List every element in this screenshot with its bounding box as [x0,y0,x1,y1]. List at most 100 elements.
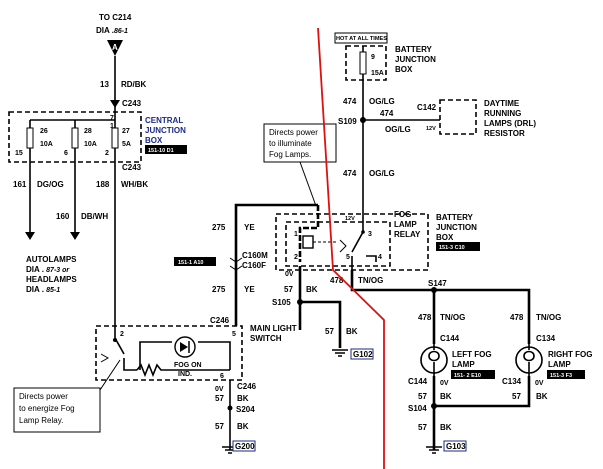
red-annotation-line [317,27,385,469]
relay-label-1: FOG [394,210,411,219]
fuse-27-symbol [111,127,119,149]
g102: G102 [353,350,373,359]
wire-57e-num: 57 [418,423,427,432]
main-switch-label-2: SWITCH [250,334,282,343]
c246-top: C246 [210,316,230,325]
central-pin-15: 15 [15,150,23,157]
switch-resistor [136,362,230,378]
fuse-9-amp: 15A [371,70,384,77]
battery-junction-box-top [345,45,387,81]
battery-box-mid-label-2: JUNCTION [436,223,477,232]
right-fog-0v: 0V [535,380,544,387]
fuse-9-num: 9 [371,54,375,61]
ind-label: IND. [178,371,192,378]
note-fog-line-2: to illuminate [269,139,312,148]
s104: S104 [408,404,427,413]
relay-coil-icon [302,235,314,249]
fuse-28-symbol [71,127,79,149]
g103-ground-icon [426,446,442,454]
wire-275b-color: YE [244,285,255,294]
note-relay-line-1: Directs power [19,392,68,401]
note-fog-line-1: Directs power [269,128,318,137]
switch-arrow-icon [100,353,110,363]
drl-label-4: RESISTOR [484,129,525,138]
wire-478b-color: TN/OG [440,313,465,322]
relay-pin-3: 3 [368,231,372,238]
g200: G200 [235,442,255,451]
connector-a-symbol [107,40,123,56]
relay-pin-1: 1 [294,231,298,238]
g103: G103 [446,442,466,451]
fuse-28-amp: 10A [84,141,97,148]
wire-57g-num: 57 [215,394,224,403]
wire-57h-color: BK [237,422,249,431]
wire-13-color: RD/BK [121,80,147,89]
g200-tag [232,440,256,452]
g103-tag [443,440,467,452]
relay-label-3: RELAY [394,230,421,239]
relay-pin-4: 4 [378,254,382,261]
switch-pivot [113,338,117,342]
fuse-27-num: 27 [122,128,130,135]
wire-188-color: WH/BK [121,180,148,189]
autolamps-label: AUTOLAMPS [26,255,77,264]
c142: C142 [417,103,437,112]
drl-12v: 12V [426,126,436,132]
central-pin-2: 2 [105,150,109,157]
switch-pin-6: 6 [220,373,224,380]
autolamps-dia: DIA . 87-3 or [26,265,70,274]
wire-478a-num: 478 [330,276,344,285]
battery-box-mid-label-3: BOX [436,233,454,242]
indicator-diode-icon [180,342,188,352]
wire-57c-color: BK [440,392,452,401]
wire-275a-num: 275 [212,223,226,232]
top-connector-ref: TO C214 [99,13,132,22]
wire-57e-color: BK [440,423,452,432]
note-relay-line-3: Lamp Relay. [19,416,63,425]
central-box-ref-tag [145,145,187,154]
relay-12v: 12V [345,216,355,222]
g102-ground-icon [332,349,348,357]
relay-pin-5: 5 [346,254,350,261]
fuse-9-symbol [359,51,367,75]
connector-a-letter: A [112,43,118,52]
relay-pin-2: 2 [294,254,298,261]
c144-bottom: C144 [408,377,428,386]
left-fog-ref-tag [451,370,495,379]
wire-474c-num: 474 [343,169,357,178]
wire-160-arrow [70,232,80,240]
wire-57d-num: 57 [512,392,521,401]
battery-box-top-label-3: BOX [395,65,413,74]
hot-at-all-times: HOT AT ALL TIMES [336,36,387,42]
c144-top: C144 [440,334,460,343]
drl-label-3: LAMPS (DRL) [484,119,536,128]
battery-box-mid-ref: 151-3 C10 [439,245,465,251]
c160-ref: 151-1 A10 [178,260,203,266]
c160m: C160M [242,251,268,260]
c160-ref-tag [174,257,216,266]
wire-478 [350,270,531,344]
s105: S105 [272,298,291,307]
wire-57c-num: 57 [418,392,427,401]
s109: S109 [338,117,357,126]
wire-188-num: 188 [96,180,110,189]
wire-474a-num: 474 [343,97,357,106]
s105-ground-branch [300,300,342,348]
hot-at-all-times-tag [334,32,388,44]
headlamps-label: HEADLAMPS [26,275,77,284]
s104-splice [431,403,437,409]
central-box-ref: 151-10 D1 [148,148,174,154]
top-connector-dia: DIA .86-1 [96,26,128,35]
wire-478c-color: TN/OG [536,313,561,322]
relay-0v: 0V [285,271,294,278]
wire-161-arrow [25,232,35,240]
left-fog-0v: 0V [440,380,449,387]
s204-splice [227,405,233,411]
right-fog-ref-tag [547,370,585,379]
indicator-circuit [139,341,231,370]
left-fog-label-1: LEFT FOG [452,350,492,359]
wire-474b-color: OG/LG [385,125,411,134]
wire-160-num: 160 [56,212,70,221]
wire-57g-color: BK [237,394,249,403]
